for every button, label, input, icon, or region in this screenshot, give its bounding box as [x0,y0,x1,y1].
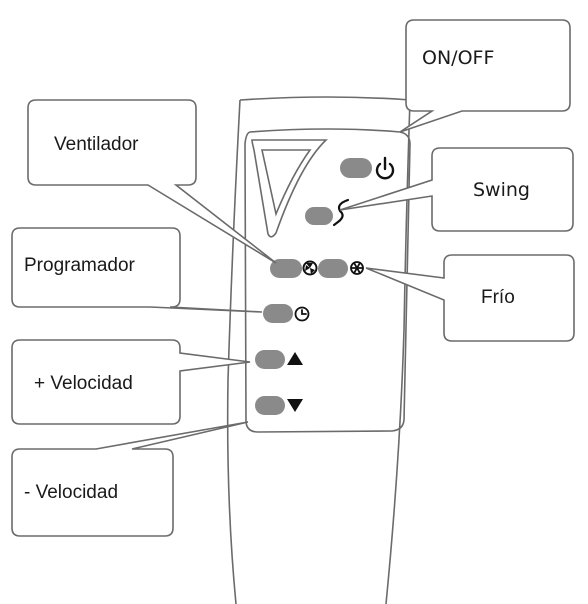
callout-on-off-box [399,19,571,133]
callout-velocidad-down-label: - Velocidad [24,482,118,503]
button-speed-up[interactable] [255,350,303,369]
remote-body [226,96,411,604]
power-icon [375,156,395,180]
callout-frio: Frío [365,254,575,342]
cold-button-pad[interactable] [318,259,348,278]
callout-velocidad-up: + Velocidad [11,339,251,425]
callout-velocidad-up-label: + Velocidad [34,373,133,394]
callout-velocidad-up-box [11,339,251,425]
callout-programador-box [11,227,263,313]
callout-swing: Swing [339,147,574,232]
button-speed-down[interactable] [255,396,303,415]
fan-icon [302,260,318,276]
timer-button-pad[interactable] [263,304,293,323]
callout-swing-box [339,147,574,232]
callout-ventilador-label: Ventilador [54,134,139,155]
remote-outer-outline [226,96,411,604]
callout-swing-label: Swing [473,179,530,201]
clock-icon [294,306,310,322]
button-timer[interactable] [263,304,310,323]
callout-frio-label: Frío [481,287,515,308]
swing-icon [332,198,350,227]
speed-down-button-pad[interactable] [255,396,285,415]
callout-velocidad-down-box [11,421,249,537]
fan-button-pad[interactable] [270,259,302,278]
callout-ventilador: Ventilador [27,99,277,264]
button-power[interactable] [340,156,395,180]
callout-programador: Programador [11,227,263,313]
display-window-inner [261,149,312,217]
display-window [251,139,328,238]
callout-on-off-label: ON/OFF [422,47,494,69]
callout-on-off: ON/OFF [399,19,571,133]
callout-velocidad-down: - Velocidad [11,421,249,537]
triangle-down-icon [287,399,303,412]
swing-button-pad[interactable] [305,207,333,225]
remote-control-panel [244,128,411,433]
callout-frio-box [365,254,575,342]
speed-up-button-pad[interactable] [255,350,285,369]
button-swing[interactable] [305,198,350,227]
triangle-up-icon [287,352,303,365]
power-button-pad[interactable] [340,158,372,178]
button-fan[interactable] [270,259,318,278]
callout-ventilador-box [27,99,277,264]
button-cold[interactable] [318,259,364,278]
callout-programador-label: Programador [24,255,136,276]
snowflake-icon [350,261,364,275]
